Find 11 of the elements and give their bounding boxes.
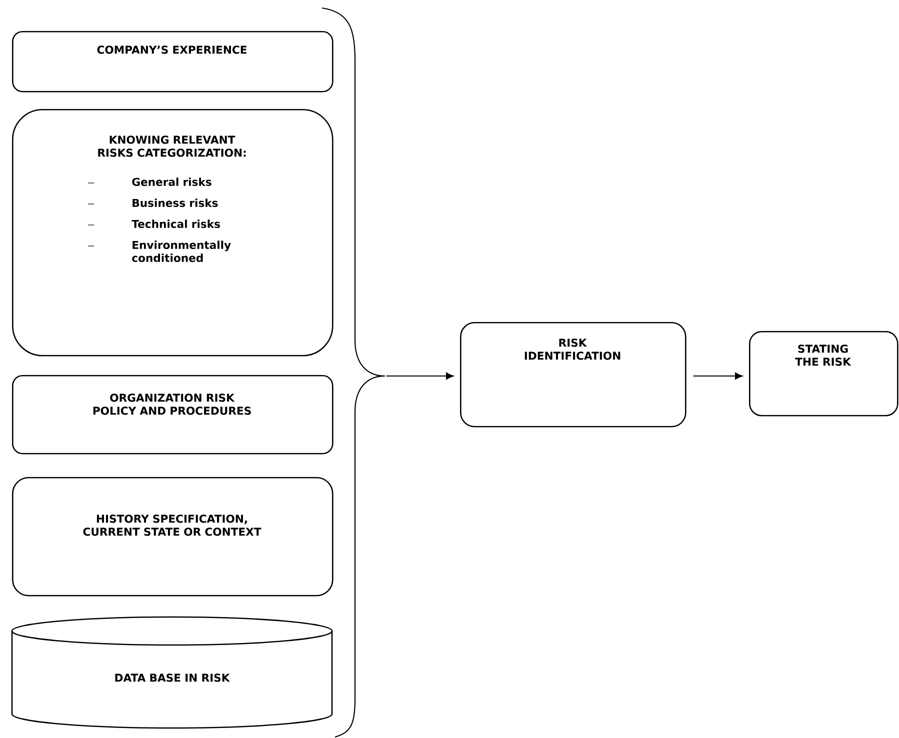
process-box: COMPANY’S EXPERIENCE [12, 31, 334, 92]
process-box: STATING THE RISK [749, 331, 898, 416]
arrow [693, 372, 743, 380]
process-box: RISK IDENTIFICATION [460, 322, 686, 428]
brace [322, 7, 386, 738]
database-cylinder: DATA BASE IN RISK [11, 616, 333, 729]
process-box: KNOWING RELEVANT RISKS CATEGORIZATION: General risks Business risks Technical risks Environmentally conditioned [12, 109, 334, 356]
process-box: ORGANIZATION RISK POLICY AND PROCEDURES [12, 375, 334, 454]
node-label: DATA BASE IN RISK [115, 674, 230, 682]
process-box: HISTORY SPECIFICATION, CURRENT STATE OR CONTEXT [12, 477, 334, 596]
arrow [386, 372, 454, 380]
